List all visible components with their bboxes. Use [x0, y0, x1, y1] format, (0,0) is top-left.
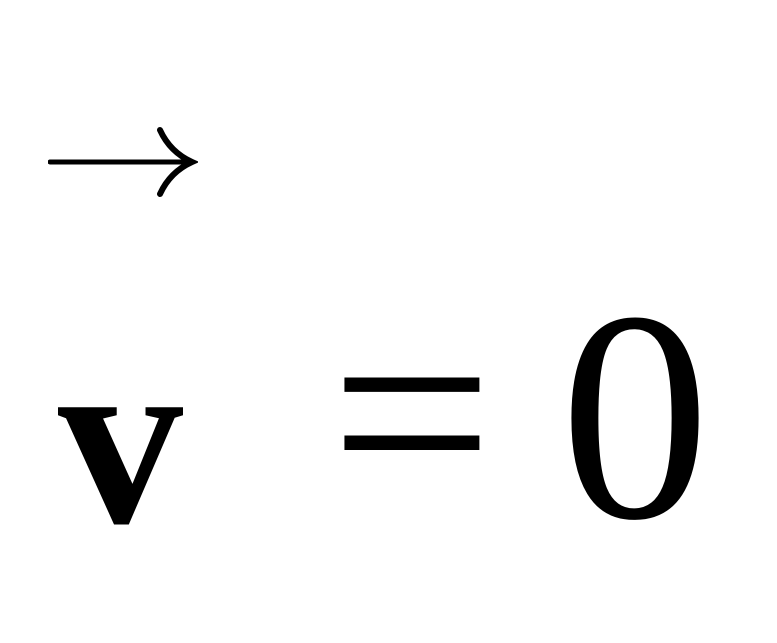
zero-value: 0 — [560, 250, 710, 582]
equals-sign: = — [330, 252, 494, 573]
vector-variable: v — [58, 300, 183, 577]
vector-arrow-icon — [48, 127, 198, 197]
